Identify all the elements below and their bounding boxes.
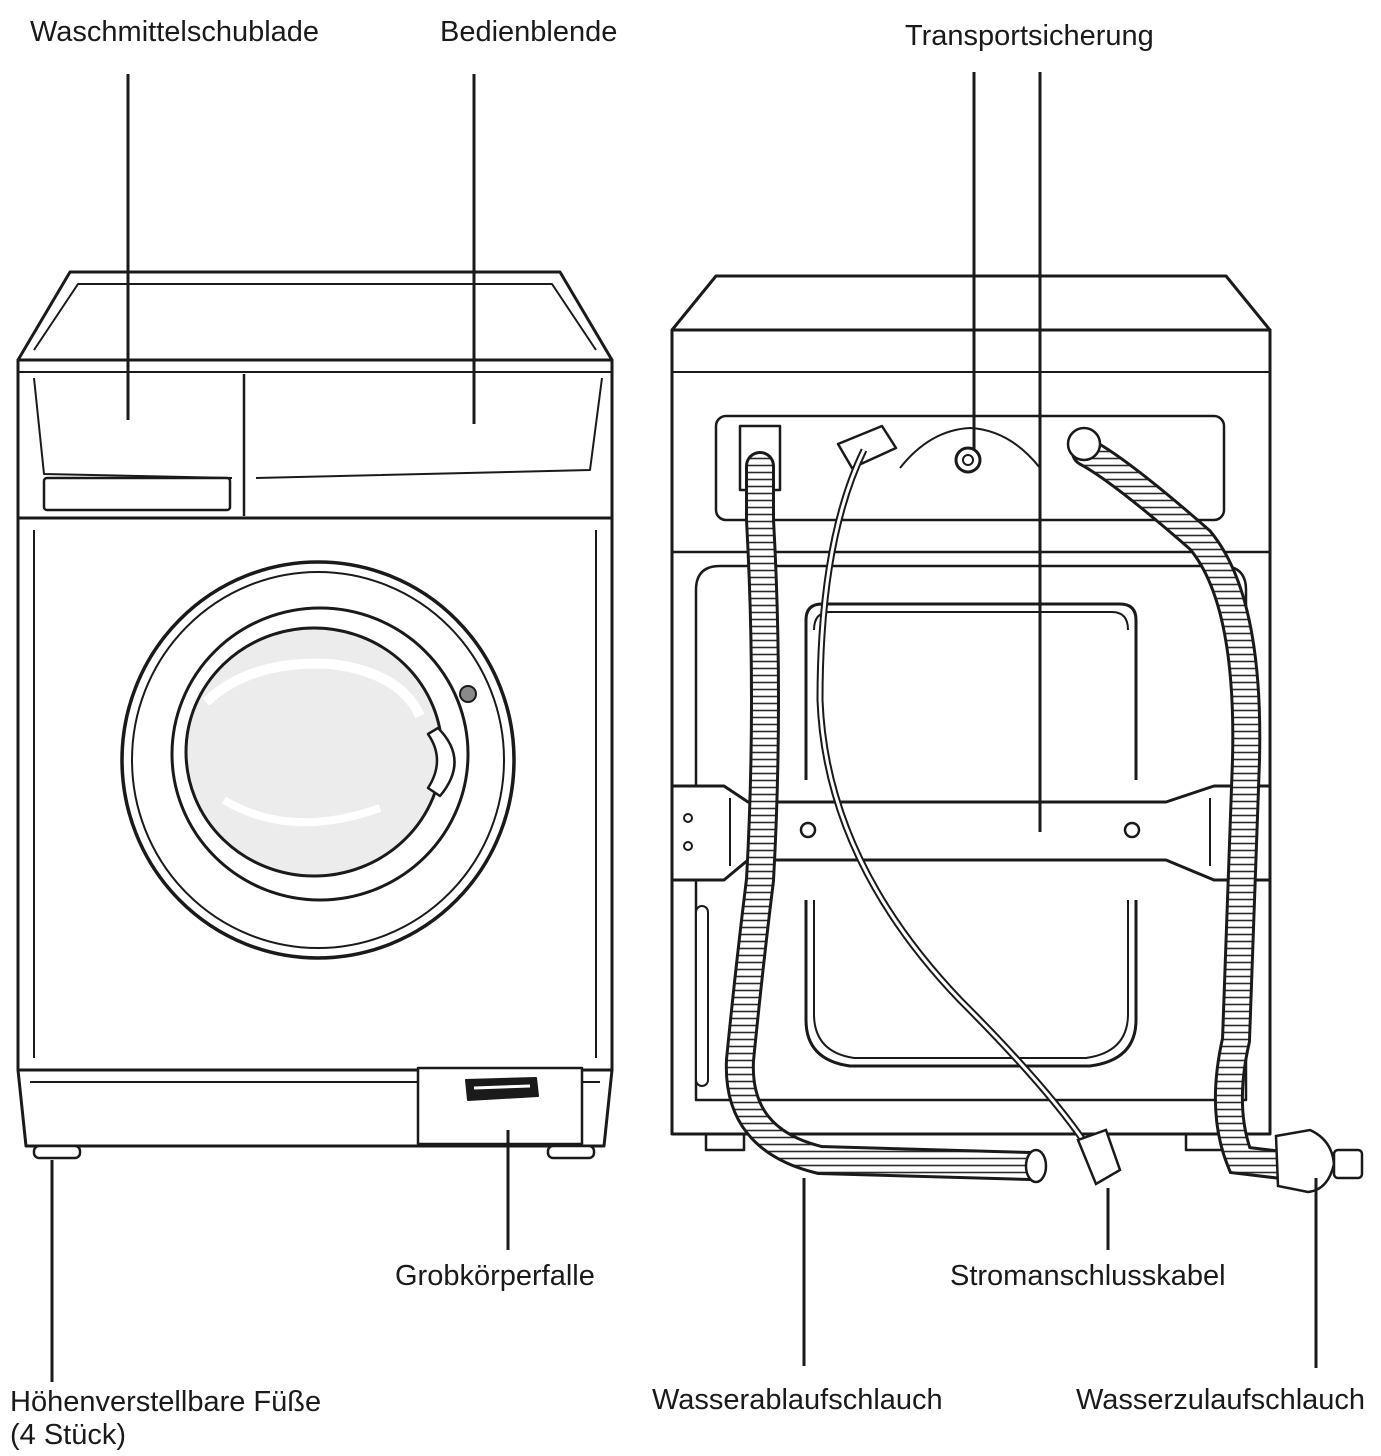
label-lint-trap: Grobkörperfalle — [395, 1260, 595, 1292]
foot-left — [32, 1144, 82, 1160]
label-inlet-hose: Wasserzulaufschlauch — [1076, 1384, 1366, 1416]
rear-top — [670, 274, 1272, 332]
leader-lines — [50, 72, 1318, 1382]
door-indicator — [459, 685, 477, 703]
inlet-hose — [1066, 426, 1364, 1194]
label-drain-hose: Wasserablaufschlauch — [652, 1384, 943, 1416]
label-power-cable: Stromanschlusskabel — [950, 1260, 1226, 1292]
label-detergent-drawer: Waschmittelschublade — [30, 16, 320, 48]
foot-right — [546, 1144, 596, 1160]
door-handle — [426, 726, 456, 798]
label-adjustable-feet-line1: Höhenverstellbare Füße — [10, 1386, 322, 1418]
front-view-machine — [16, 270, 614, 1160]
rear-cover-outline — [804, 602, 1138, 780]
label-adjustable-feet: Höhenverstellbare Füße (4 Stück) — [10, 1386, 321, 1453]
label-adjustable-feet-line2: (4 Stück) — [10, 1419, 127, 1452]
lint-trap-handle — [465, 1077, 539, 1101]
top-lid — [16, 270, 614, 362]
label-transport-lock: Transportsicherung — [905, 20, 1154, 52]
drain-hose — [724, 451, 1048, 1184]
label-control-panel: Bedienblende — [440, 16, 618, 48]
transport-bracket — [670, 784, 1272, 882]
power-cable — [816, 448, 1122, 1186]
detergent-drawer — [42, 476, 232, 512]
